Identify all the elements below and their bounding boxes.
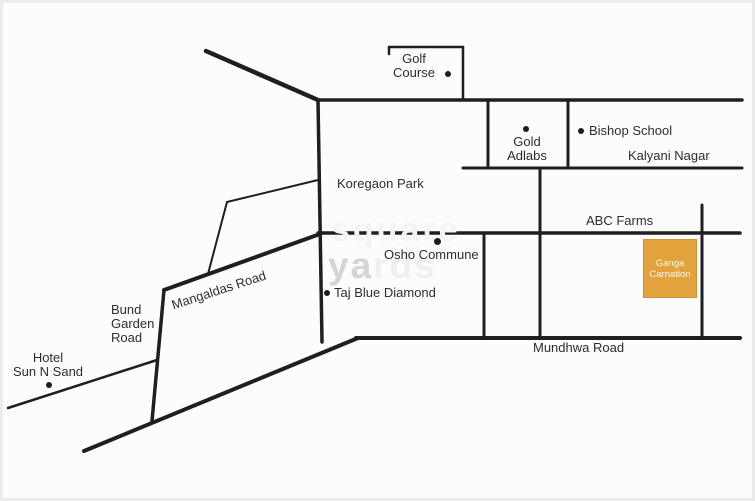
golf-course-marker-dot xyxy=(445,71,451,77)
taj-blue-diamond-marker-dot xyxy=(324,290,330,296)
label-kalyani-nagar: Kalyani Nagar xyxy=(628,148,710,163)
ganga-carnation-highlight: Ganga Carnation xyxy=(643,239,697,298)
label-mangaldas-road: Mangaldas Road xyxy=(169,267,268,313)
label-gold-adlabs-line2: Adlabs xyxy=(507,148,547,163)
label-hotel-line1: Hotel xyxy=(32,350,64,365)
road-bottom-diagonal xyxy=(82,336,360,453)
label-golf-course: Golf Course xyxy=(383,52,445,80)
label-golf-course-line1: Golf xyxy=(402,51,426,66)
label-bund-garden-road-line1: Bund xyxy=(111,302,142,317)
road-main-vertical xyxy=(316,98,324,344)
label-koregaon-park: Koregaon Park xyxy=(337,176,424,191)
hotel-sun-n-sand-marker-dot xyxy=(46,382,52,388)
label-bishop-school: Bishop School xyxy=(589,123,673,138)
gold-adlabs-marker-dot xyxy=(523,126,529,132)
label-bund-garden-road-line3: Road xyxy=(111,330,143,345)
ganga-carnation-line2: Carnation xyxy=(649,268,691,280)
road-mangaldas xyxy=(162,232,322,292)
label-abc-farms: ABC Farms xyxy=(586,213,654,228)
road-hotel-diagonal xyxy=(6,358,159,410)
label-gold-adlabs-line1: Gold xyxy=(513,134,541,149)
label-hotel-line2: Sun N Sand xyxy=(12,364,84,379)
label-osho-commune: Osho Commune xyxy=(384,247,479,262)
label-bund-garden-road: Bund Garden Road xyxy=(111,303,154,345)
bishop-school-marker-dot xyxy=(578,128,584,134)
road-top-left-diagonal xyxy=(203,48,321,103)
osho-commune-marker-dot xyxy=(434,238,441,245)
label-taj-blue-diamond: Taj Blue Diamond xyxy=(334,285,436,300)
ganga-carnation-line1: Ganga xyxy=(655,257,685,269)
label-bund-garden-road-line2: Garden xyxy=(111,316,155,331)
label-mundhwa-road: Mundhwa Road xyxy=(533,340,625,355)
label-hotel-sun-n-sand: Hotel Sun N Sand xyxy=(6,351,90,379)
road-bund-garden-vertical xyxy=(150,288,166,423)
label-golf-course-line2: Course xyxy=(393,65,435,80)
label-gold-adlabs: Gold Adlabs xyxy=(498,135,556,163)
road-loop-lane xyxy=(207,179,319,275)
